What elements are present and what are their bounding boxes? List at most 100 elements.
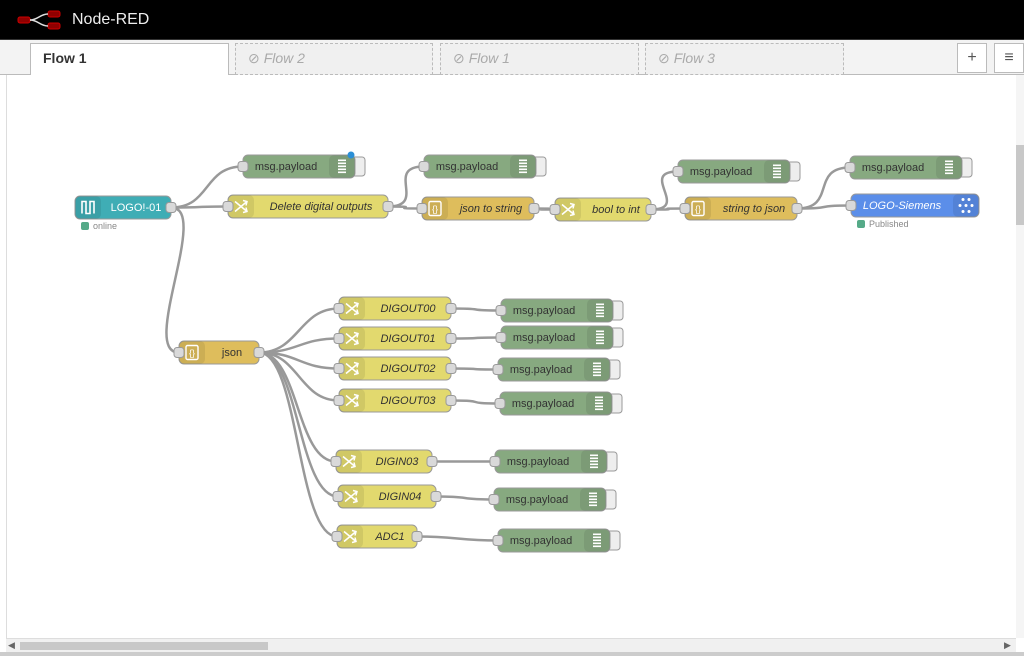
debug-list-icon bbox=[595, 396, 603, 411]
wire[interactable] bbox=[165, 206, 185, 354]
scrollbar-thumb[interactable] bbox=[20, 642, 268, 650]
wire[interactable] bbox=[796, 166, 851, 210]
wire[interactable] bbox=[650, 207, 686, 211]
wire[interactable] bbox=[796, 204, 852, 210]
output-port[interactable] bbox=[430, 491, 442, 502]
wire[interactable] bbox=[450, 367, 499, 371]
flow-node-b2i[interactable]: bool to int bbox=[549, 197, 657, 222]
flow-node-d1[interactable]: DIGOUT01 bbox=[333, 326, 457, 351]
flow-node-p5[interactable]: msg.payload bbox=[488, 487, 617, 512]
flow-node-i3[interactable]: DIGIN03 bbox=[330, 449, 438, 474]
node-label: ADC1 bbox=[374, 531, 404, 543]
output-port[interactable] bbox=[791, 203, 803, 214]
node-label: DIGOUT00 bbox=[380, 303, 436, 315]
input-port[interactable] bbox=[492, 364, 504, 375]
wire[interactable] bbox=[435, 495, 495, 501]
input-port[interactable] bbox=[333, 395, 345, 406]
pulse-icon bbox=[81, 200, 95, 215]
input-port[interactable] bbox=[333, 303, 345, 314]
flow-node-del[interactable]: Delete digital outputs bbox=[222, 194, 394, 219]
output-port[interactable] bbox=[253, 347, 265, 358]
output-port[interactable] bbox=[528, 203, 540, 214]
wire[interactable] bbox=[387, 165, 425, 208]
input-port[interactable] bbox=[549, 204, 561, 215]
wire[interactable] bbox=[450, 336, 502, 340]
output-port[interactable] bbox=[165, 202, 177, 213]
flow-node-j2s[interactable]: {}json to string bbox=[416, 196, 540, 221]
output-port[interactable] bbox=[426, 456, 438, 467]
input-port[interactable] bbox=[333, 333, 345, 344]
input-port[interactable] bbox=[332, 491, 344, 502]
input-port[interactable] bbox=[333, 363, 345, 374]
output-port[interactable] bbox=[445, 395, 457, 406]
input-port[interactable] bbox=[418, 161, 430, 172]
input-port[interactable] bbox=[416, 203, 428, 214]
wire[interactable] bbox=[170, 205, 229, 209]
tab-flow-1[interactable]: Flow 1 bbox=[30, 43, 229, 76]
input-port[interactable] bbox=[494, 398, 506, 409]
wire[interactable] bbox=[450, 399, 501, 405]
flow-list-button[interactable]: ≡ bbox=[994, 43, 1024, 73]
input-port[interactable] bbox=[495, 332, 507, 343]
input-port[interactable] bbox=[331, 531, 343, 542]
flow-node-adc[interactable]: ADC1 bbox=[331, 524, 423, 549]
input-port[interactable] bbox=[173, 347, 185, 358]
flow-node-d2[interactable]: DIGOUT02 bbox=[333, 356, 457, 381]
flow-node-i4[interactable]: DIGIN04 bbox=[332, 484, 442, 509]
scroll-right-icon[interactable]: ▶ bbox=[1004, 640, 1011, 650]
flow-node-dbg2[interactable]: msg.payload bbox=[418, 154, 547, 179]
horizontal-scrollbar[interactable]: ◀ ▶ bbox=[6, 638, 1016, 652]
tab-flow-2[interactable]: ⊘Flow 2 bbox=[235, 43, 433, 75]
flow-node-p0[interactable]: msg.payload bbox=[495, 298, 624, 323]
input-port[interactable] bbox=[672, 166, 684, 177]
wire[interactable] bbox=[387, 205, 423, 210]
output-port[interactable] bbox=[445, 303, 457, 314]
input-port[interactable] bbox=[492, 535, 504, 546]
scroll-left-icon[interactable]: ◀ bbox=[8, 640, 15, 650]
flow-node-d0[interactable]: DIGOUT00 bbox=[333, 296, 457, 321]
output-port[interactable] bbox=[445, 333, 457, 344]
flow-node-d3[interactable]: DIGOUT03 bbox=[333, 388, 457, 413]
flow-node-p3[interactable]: msg.payload bbox=[494, 391, 623, 416]
output-port[interactable] bbox=[382, 201, 394, 212]
input-port[interactable] bbox=[489, 456, 501, 467]
tab-flow-1-copy[interactable]: ⊘Flow 1 bbox=[440, 43, 639, 75]
flow-node-p6[interactable]: msg.payload bbox=[492, 528, 621, 553]
flow-node-p1[interactable]: msg.payload bbox=[495, 325, 624, 350]
flow-node-dbg1[interactable]: msg.payload bbox=[237, 154, 366, 179]
scrollbar-thumb[interactable] bbox=[1016, 145, 1024, 225]
wire[interactable] bbox=[416, 535, 499, 542]
wire[interactable] bbox=[450, 307, 502, 312]
input-port[interactable] bbox=[844, 162, 856, 173]
input-port[interactable] bbox=[495, 305, 507, 316]
flow-node-s2j[interactable]: {}string to json bbox=[679, 196, 803, 221]
input-port[interactable] bbox=[330, 456, 342, 467]
input-port[interactable] bbox=[679, 203, 691, 214]
input-port[interactable] bbox=[845, 200, 857, 211]
wire[interactable] bbox=[170, 165, 244, 209]
output-port[interactable] bbox=[445, 363, 457, 374]
wire[interactable] bbox=[650, 170, 679, 211]
flow-node-dbg3[interactable]: msg.payload bbox=[672, 159, 801, 184]
flow-node-p2[interactable]: msg.payload bbox=[492, 357, 621, 382]
wire[interactable] bbox=[258, 351, 338, 538]
flow-node-dbg4[interactable]: msg.payload bbox=[844, 155, 973, 180]
json-icon: {} bbox=[428, 200, 442, 217]
node-label: msg.payload bbox=[512, 398, 574, 410]
input-port[interactable] bbox=[488, 494, 500, 505]
tab-flow-3[interactable]: ⊘Flow 3 bbox=[645, 43, 844, 75]
output-port[interactable] bbox=[411, 531, 423, 542]
add-flow-button[interactable]: + bbox=[957, 43, 987, 73]
vertical-scrollbar[interactable] bbox=[1016, 75, 1024, 638]
flow-node-json[interactable]: {}json bbox=[173, 340, 265, 365]
json-icon: {} bbox=[691, 200, 705, 217]
input-port[interactable] bbox=[237, 161, 249, 172]
output-port[interactable] bbox=[645, 204, 657, 215]
flow-node-p4[interactable]: msg.payload bbox=[489, 449, 618, 474]
input-port[interactable] bbox=[222, 201, 234, 212]
wire[interactable] bbox=[533, 207, 556, 211]
wire[interactable] bbox=[258, 351, 340, 402]
